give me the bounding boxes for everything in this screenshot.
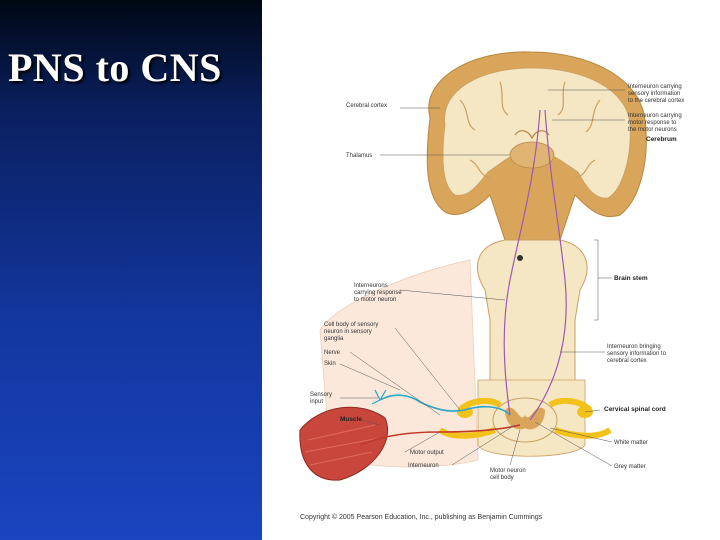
label-interneuron-motor-3: the motor neurons bbox=[628, 127, 677, 133]
label-nerve: Nerve bbox=[324, 350, 341, 356]
brain-stem-shape bbox=[477, 239, 588, 396]
label-cell-body-3: ganglia bbox=[324, 336, 344, 342]
label-interneuron: Interneuron bbox=[408, 463, 439, 469]
label-interneurons-2: carrying response bbox=[354, 290, 402, 296]
ascending-interneuron bbox=[503, 109, 541, 416]
label-motor-neuron-2: cell body bbox=[490, 475, 514, 481]
muscle-fibers bbox=[304, 424, 381, 466]
label-interneuron-bringing-2: sensory information to bbox=[607, 351, 667, 357]
descending-interneuron bbox=[529, 109, 567, 421]
label-motor-neuron-1: Motor neuron bbox=[490, 468, 526, 474]
stem-canal bbox=[517, 255, 523, 261]
brain-folds bbox=[459, 81, 601, 179]
label-cerebrum: Cerebrum bbox=[646, 136, 677, 143]
sensory-neuron-path bbox=[379, 394, 511, 416]
copyright-notice: Copyright © 2005 Pearson Education, Inc.… bbox=[300, 514, 543, 521]
label-cervical-spinal-cord: Cervical spinal cord bbox=[604, 406, 666, 413]
label-interneuron-sensory-2: sensory information bbox=[628, 91, 680, 97]
label-interneuron-bringing-1: Interneuron bringing bbox=[607, 344, 661, 350]
label-interneuron-bringing-3: cerebral cortex bbox=[607, 358, 647, 364]
label-skin: Skin bbox=[324, 361, 336, 367]
label-cerebral-cortex: Cerebral cortex bbox=[346, 103, 387, 109]
label-sensory-input-2: input bbox=[310, 399, 323, 405]
label-sensory-input-1: Sensory bbox=[310, 392, 332, 398]
label-cell-body-2: neuron in sensory bbox=[324, 329, 372, 335]
label-interneurons-3: to motor neuron bbox=[354, 297, 396, 303]
label-motor-output: Motor output bbox=[410, 450, 444, 456]
diagram-svg: Cerebral cortex Thalamus Interneuron car… bbox=[299, 51, 684, 481]
label-white-matter: White matter bbox=[614, 440, 648, 446]
leader-lines bbox=[339, 89, 625, 467]
label-brain-stem: Brain stem bbox=[614, 275, 648, 282]
label-interneuron-motor-1: Interneuron carrying bbox=[628, 113, 682, 119]
sensory-receptor bbox=[371, 389, 387, 405]
label-thalamus: Thalamus bbox=[346, 153, 372, 159]
label-grey-matter: Grey matter bbox=[614, 464, 646, 470]
label-interneuron-motor-2: motor response to bbox=[628, 120, 677, 126]
slide-title: PNS to CNS bbox=[8, 45, 222, 90]
thalamus bbox=[509, 141, 555, 169]
ventricle bbox=[514, 130, 550, 140]
title-panel: PNS to CNS bbox=[0, 0, 262, 540]
nervous-system-diagram: Cerebral cortex Thalamus Interneuron car… bbox=[262, 0, 720, 540]
label-interneuron-sensory-1: Interneuron carrying bbox=[628, 84, 682, 90]
label-interneurons-1: Interneurons bbox=[354, 283, 388, 289]
label-interneuron-sensory-3: to the cerebral cortex bbox=[628, 98, 684, 104]
label-cell-body-1: Cell body of sensory bbox=[324, 322, 378, 328]
label-muscle: Muscle bbox=[340, 416, 362, 423]
muscle bbox=[299, 406, 389, 481]
